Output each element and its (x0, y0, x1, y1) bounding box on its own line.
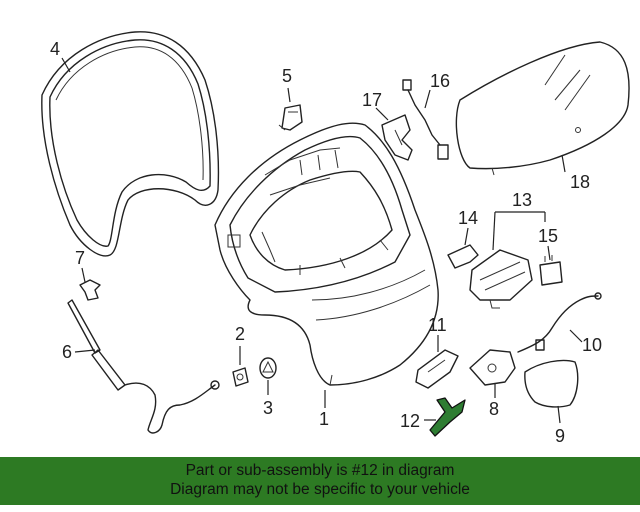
part-2-bumper[interactable] (232, 367, 249, 387)
banner-line-1: Part or sub-assembly is #12 in diagram (185, 462, 455, 479)
callout-7: 7 (75, 248, 85, 268)
part-9-cover[interactable] (524, 359, 579, 408)
callout-11: 11 (428, 315, 447, 335)
part-5-hinge[interactable] (278, 104, 303, 131)
part-10-cable[interactable] (517, 292, 602, 353)
callout-18: 18 (570, 172, 590, 192)
callout-5: 5 (282, 66, 292, 86)
part-11-handle[interactable] (415, 349, 459, 389)
part-15-switch[interactable] (539, 255, 563, 286)
part-3-emblem[interactable] (259, 357, 277, 379)
part-14-bracket[interactable] (447, 244, 479, 269)
part-1-liftgate[interactable] (214, 122, 439, 386)
callout-8: 8 (489, 399, 499, 419)
callout-10: 10 (582, 335, 602, 355)
callout-numbers: 1 2 3 4 5 6 7 8 9 10 11 12 13 14 15 16 1… (50, 39, 602, 446)
callout-1: 1 (319, 409, 329, 429)
part-8-latch[interactable] (469, 349, 516, 386)
part-18-glass[interactable] (455, 41, 630, 176)
part-17-bracket[interactable] (381, 114, 413, 161)
callout-14: 14 (458, 208, 478, 228)
part-6-strut[interactable] (67, 299, 220, 434)
part-4-weatherstrip[interactable] (41, 31, 220, 257)
part-12-highlighted[interactable] (429, 397, 466, 437)
callout-4: 4 (50, 39, 60, 59)
callout-3: 3 (263, 398, 273, 418)
callout-13: 13 (512, 190, 532, 210)
callout-9: 9 (555, 426, 565, 446)
leader-lines (61, 57, 583, 424)
callout-2: 2 (235, 324, 245, 344)
part-7-clip[interactable] (79, 279, 101, 301)
parts-diagram: 1 2 3 4 5 6 7 8 9 10 11 12 13 14 15 16 1… (41, 31, 630, 446)
callout-16: 16 (430, 71, 450, 91)
callout-17: 17 (362, 90, 382, 110)
callout-15: 15 (538, 226, 558, 246)
callout-6: 6 (62, 342, 72, 362)
info-banner: Part or sub-assembly is #12 in diagram D… (0, 457, 640, 505)
banner-line-2: Diagram may not be specific to your vehi… (170, 481, 470, 498)
callout-12: 12 (400, 411, 420, 431)
part-13-latch[interactable] (469, 249, 533, 309)
part-16-cable[interactable] (402, 79, 449, 160)
